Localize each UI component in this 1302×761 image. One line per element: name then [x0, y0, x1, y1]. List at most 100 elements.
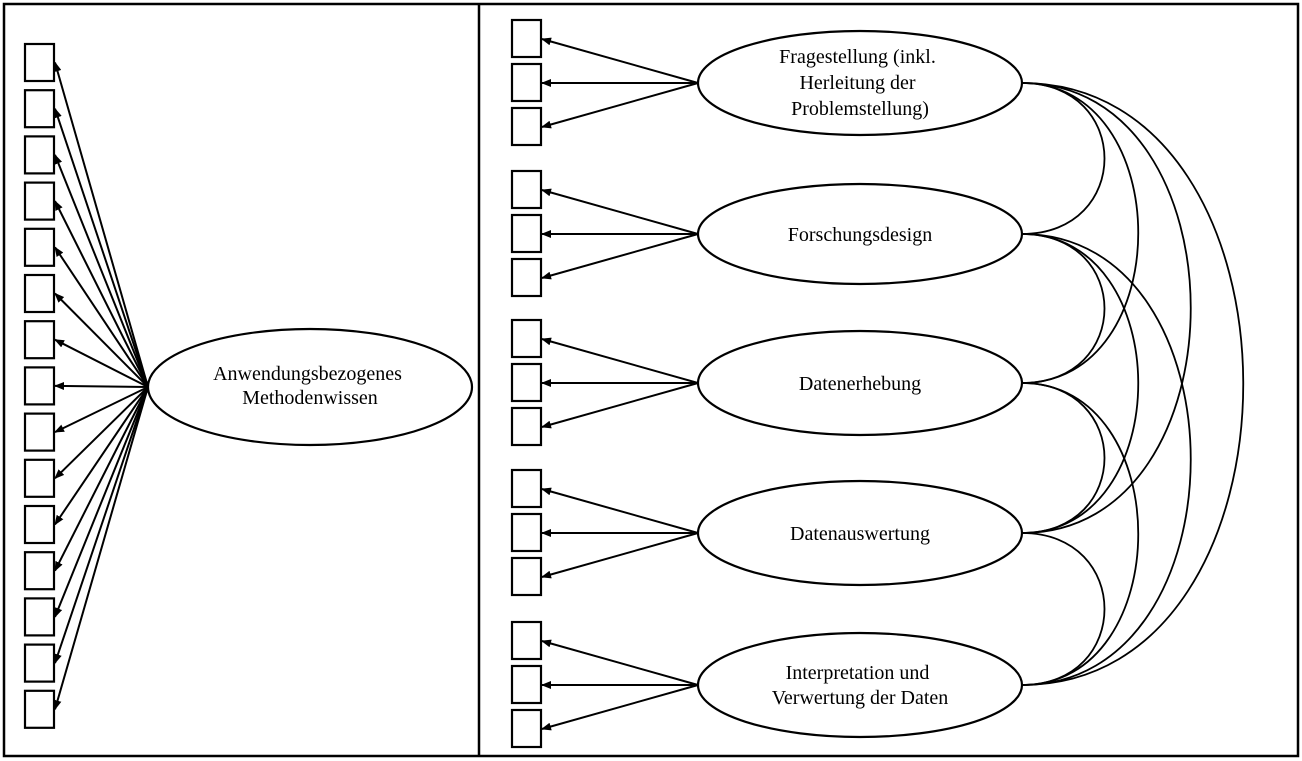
loading-arrow [541, 684, 699, 731]
factor-label-line: Herleitung der [799, 72, 915, 94]
loading-arrow [541, 337, 699, 384]
loading-arrow [54, 386, 149, 572]
correlation-arc [1021, 233, 1192, 686]
loading-arrow [54, 386, 149, 480]
factor-label-line: Datenauswertung [790, 523, 930, 545]
factor-correlations [1021, 82, 1244, 686]
indicator-box [23, 504, 56, 545]
factor-label: Datenauswertung [790, 523, 930, 545]
indicator-box [510, 169, 543, 210]
indicator-box [510, 18, 543, 59]
left-indicator-boxes [23, 42, 56, 729]
correlation-arc [1021, 82, 1139, 384]
loading-arrow [54, 386, 149, 433]
loading-arrow [54, 386, 149, 665]
loading-arrow [541, 382, 699, 429]
indicator-box [23, 89, 56, 129]
indicator-box [510, 406, 543, 447]
indicator-box [23, 366, 56, 406]
loading-arrow [53, 61, 149, 388]
indicator-box [510, 556, 543, 597]
loading-arrow [541, 639, 699, 686]
factor-datenauswertung: Datenauswertung [696, 479, 1024, 587]
correlation-arc [1021, 382, 1106, 534]
indicator-box [23, 689, 56, 729]
indicator-box [510, 318, 543, 359]
indicator-box [510, 362, 543, 403]
indicator-box [510, 708, 543, 749]
indicator-box [23, 227, 56, 267]
correlation-arc [1021, 382, 1139, 686]
indicator-box [510, 664, 543, 705]
left-panel: Anwendungsbezogenes Methodenwissen [23, 42, 474, 729]
loading-arrow [54, 153, 149, 388]
factor-label-line: Forschungsdesign [788, 224, 932, 246]
factor-label: Datenerhebung [799, 373, 921, 395]
loading-arrow [541, 487, 699, 534]
factor-label: Interpretation und Verwertung der Daten [772, 662, 949, 709]
indicator-box [510, 213, 543, 254]
loading-arrow [54, 386, 149, 526]
loading-arrow [54, 107, 149, 388]
indicator-box [23, 412, 56, 452]
indicator-box [510, 468, 543, 509]
correlation-arc [1021, 233, 1139, 534]
loading-arrow [53, 386, 149, 711]
right-indicator-boxes [510, 18, 543, 749]
factor-ellipse [696, 329, 1024, 437]
indicator-box [23, 643, 56, 683]
loading-arrow [541, 37, 699, 84]
right-panel: Fragestellung (inkl. Herleitung der Prob… [510, 18, 1244, 749]
correlation-arc [1021, 532, 1106, 686]
indicator-box [510, 106, 543, 147]
loading-arrow [541, 82, 699, 129]
correlation-arc [1021, 82, 1244, 686]
loading-arrow [54, 382, 149, 391]
left-factor-loadings [53, 61, 149, 711]
factor-label: Forschungsdesign [788, 224, 932, 246]
factor-label-line: Datenerhebung [799, 373, 921, 395]
factor-ellipse [696, 479, 1024, 587]
factor-interpretation: Interpretation und Verwertung der Daten [696, 631, 1024, 739]
indicator-box [23, 551, 56, 591]
loading-arrow [54, 292, 149, 388]
factor-anwendungsbezogenes-methodenwissen [146, 327, 474, 447]
loading-arrow [54, 386, 149, 618]
loading-arrow [541, 532, 699, 579]
indicator-box [510, 512, 543, 553]
indicator-box [23, 597, 56, 637]
factor-label: Fragestellung (inkl. Herleitung der Prob… [779, 46, 941, 120]
factor-label-line: Problemstellung) [791, 98, 929, 120]
indicator-box [23, 135, 56, 175]
loading-arrow [541, 188, 699, 235]
indicator-box [23, 320, 56, 360]
loading-arrow [54, 200, 149, 388]
loading-arrow [54, 246, 149, 388]
factor-label-line: Anwendungsbezogenes [213, 363, 402, 385]
factor-forschungsdesign: Forschungsdesign [696, 182, 1024, 286]
indicator-box [23, 458, 56, 498]
indicator-box [510, 620, 543, 661]
loading-arrow [54, 338, 149, 388]
correlation-arc [1021, 82, 1192, 534]
factor-label-line: Verwertung der Daten [772, 687, 949, 709]
indicator-box [23, 42, 56, 83]
factor-label-line: Interpretation und [786, 662, 930, 684]
factor-ellipse [696, 182, 1024, 286]
correlation-arc [1021, 82, 1106, 235]
factor-label-line: Fragestellung (inkl. [779, 46, 936, 68]
indicator-box [23, 273, 56, 314]
indicator-box [510, 257, 543, 298]
factor-ellipse [696, 631, 1024, 739]
indicator-box [23, 181, 56, 221]
factor-label: Anwendungsbezogenes Methodenwissen [213, 363, 407, 409]
loading-arrow [541, 233, 699, 280]
factor-datenerhebung: Datenerhebung [696, 329, 1024, 437]
factor-fragestellung: Fragestellung (inkl. Herleitung der Prob… [696, 29, 1024, 137]
right-factor-loadings [541, 37, 699, 731]
correlation-arc [1021, 233, 1106, 384]
factor-ellipse [696, 29, 1024, 137]
factor-label-line: Methodenwissen [242, 387, 378, 409]
